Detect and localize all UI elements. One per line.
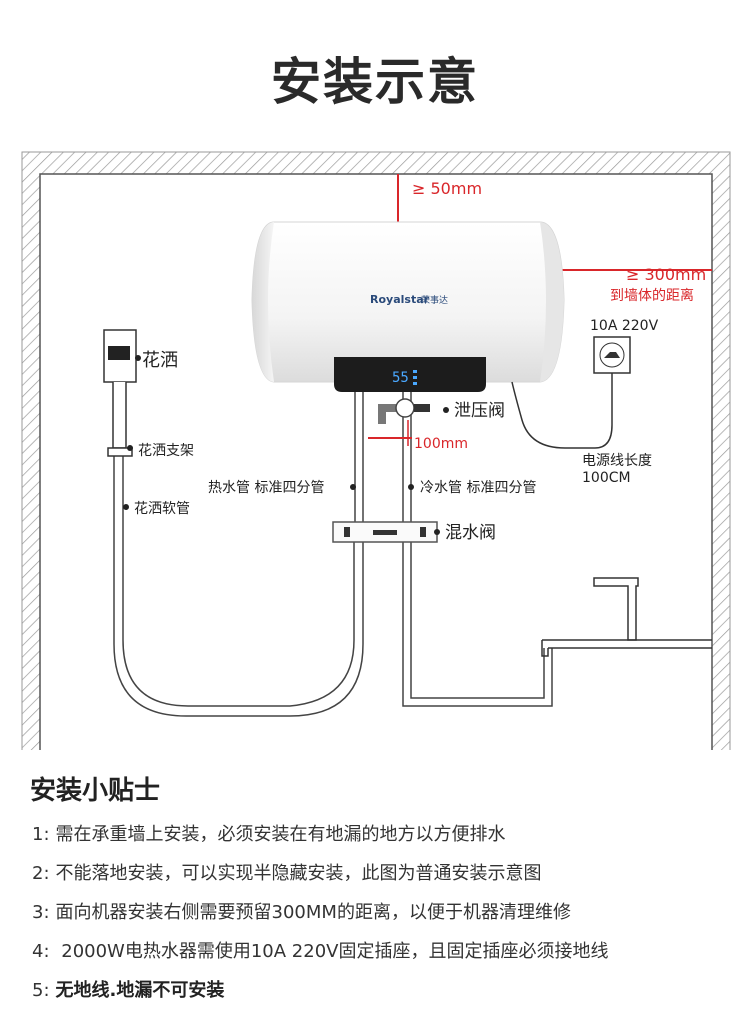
sink — [541, 639, 712, 657]
shower-head-label: 花洒 — [142, 350, 178, 371]
cable-length-line2: 100CM — [582, 470, 631, 486]
side-clearance-label: ≥ 300mm — [626, 265, 706, 284]
mixing-valve-label: 混水阀 — [445, 523, 496, 543]
tip-text: 面向机器安装右侧需要预留300MM的距离，以便于机器清理维修 — [55, 902, 571, 923]
relief-valve-label: 泄压阀 — [454, 401, 505, 421]
shower: 花洒 花洒支架 花洒软管 — [103, 329, 194, 517]
tip-number: 3: — [32, 902, 50, 923]
shower-hose-label: 花洒软管 — [134, 501, 190, 517]
installation-diagram: ≥ 50mm ≥ 300mm 到墙体的距离 Royalstar 荣事达 55 1… — [21, 151, 731, 750]
tip-item: 4: 2000W电热水器需使用10A 220V固定插座，且固定插座必须接地线 — [32, 937, 608, 976]
tip-item: 5:无地线.地漏不可安装 — [32, 976, 608, 1015]
shower-bracket-label: 花洒支架 — [138, 443, 194, 459]
power-cable — [511, 373, 613, 449]
top-clearance-label: ≥ 50mm — [412, 179, 482, 198]
top-clearance-marker: ≥ 50mm — [397, 174, 482, 222]
relief-valve: 泄压阀 — [378, 398, 505, 424]
faucet — [593, 577, 639, 641]
tip-text: 需在承重墙上安装，必须安装在有地漏的地方以方便排水 — [55, 824, 506, 845]
mixing-valve: 混水阀 — [332, 521, 496, 543]
water-heater: Royalstar 荣事达 55 — [251, 221, 565, 392]
tips-list: 1:需在承重墙上安装，必须安装在有地漏的地方以方便排水 2:不能落地安装，可以实… — [32, 820, 608, 1015]
hot-pipe-label: 热水管 标准四分管 — [208, 480, 324, 496]
brand-logo: Royalstar — [370, 293, 430, 306]
wall — [21, 151, 731, 750]
tip-text: 不能落地安装，可以实现半隐藏安装，此图为普通安装示意图 — [55, 863, 542, 884]
cold-pipe-label: 冷水管 标准四分管 — [420, 480, 536, 496]
control-panel — [334, 357, 486, 392]
power-outlet: 10A 220V — [590, 318, 659, 374]
pipes — [113, 392, 553, 717]
tip-text: 2000W电热水器需使用10A 220V固定插座，且固定插座必须接地线 — [55, 941, 609, 962]
outlet-label: 10A 220V — [590, 318, 659, 334]
page-title: 安装示意 — [271, 53, 479, 111]
pipe-spacing-marker: 100mm — [368, 420, 468, 452]
pipe-labels: 热水管 标准四分管 冷水管 标准四分管 — [208, 480, 536, 496]
tip-number: 1: — [32, 824, 50, 845]
tip-number: 2: — [32, 863, 50, 884]
tips-title: 安装小贴士 — [30, 776, 161, 806]
tip-item: 3:面向机器安装右侧需要预留300MM的距离，以便于机器清理维修 — [32, 898, 608, 937]
cable-length-line1: 电源线长度 — [582, 453, 652, 469]
tip-text: 无地线.地漏不可安装 — [55, 980, 225, 1001]
tip-item: 1:需在承重墙上安装，必须安装在有地漏的地方以方便排水 — [32, 820, 608, 859]
tip-number: 5: — [32, 980, 50, 1001]
side-clearance-marker: ≥ 300mm 到墙体的距离 — [562, 265, 712, 304]
side-clearance-note: 到墙体的距离 — [610, 287, 694, 304]
pipe-spacing-label: 100mm — [414, 436, 468, 452]
tip-item: 2:不能落地安装，可以实现半隐藏安装，此图为普通安装示意图 — [32, 859, 608, 898]
tip-number: 4: — [32, 941, 50, 962]
display-readout: 55 — [392, 370, 409, 386]
brand-logo-cn: 荣事达 — [421, 294, 448, 306]
